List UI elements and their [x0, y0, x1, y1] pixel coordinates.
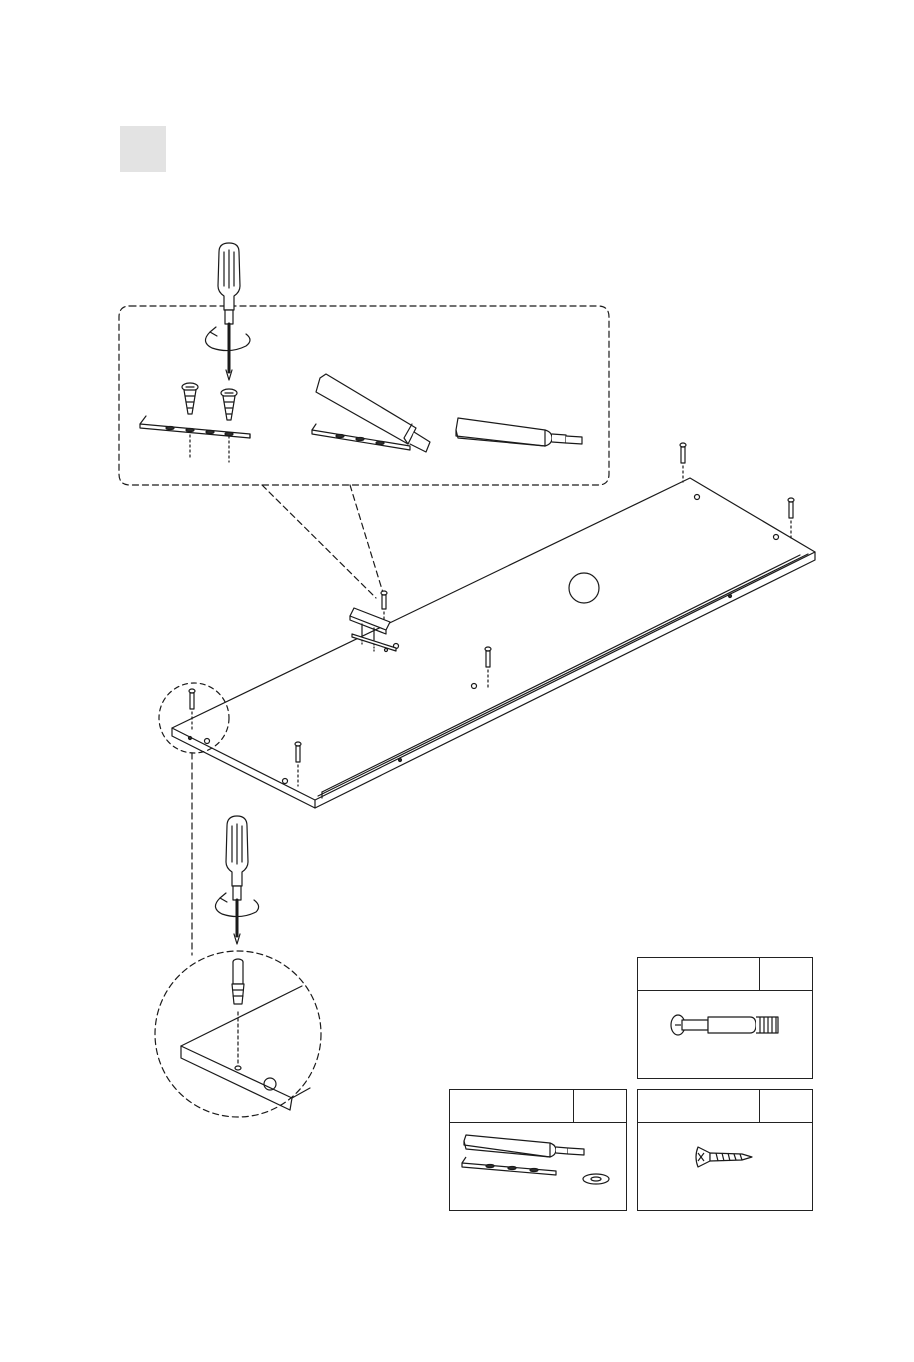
part-header [638, 1090, 812, 1123]
screwdriver-icon [205, 243, 250, 380]
damper-icon [450, 1123, 626, 1209]
part-qty [573, 1090, 626, 1122]
shelf-panel [172, 478, 815, 808]
damper-insert-icon [312, 374, 430, 452]
cam-bolt-icon [381, 591, 387, 622]
damper-installed-icon [456, 418, 582, 446]
part-qty [759, 958, 812, 990]
part-box-damper [449, 1089, 627, 1211]
screw-icon [182, 383, 198, 460]
cam-bolt-icon [788, 498, 794, 540]
part-box-screw [637, 1089, 813, 1211]
part-qty [759, 1090, 812, 1122]
screw-icon [638, 1123, 812, 1209]
part-header [638, 958, 812, 991]
cam-bolt-icon [232, 959, 244, 1004]
part-header [450, 1090, 626, 1123]
part-box-cam-bolt [637, 957, 813, 1079]
screw-icon [221, 389, 237, 462]
cam-bolt-icon [680, 443, 686, 482]
mounting-bracket-icon [140, 416, 250, 438]
screwdriver-icon [215, 816, 258, 944]
cam-bolt-icon [638, 991, 812, 1077]
